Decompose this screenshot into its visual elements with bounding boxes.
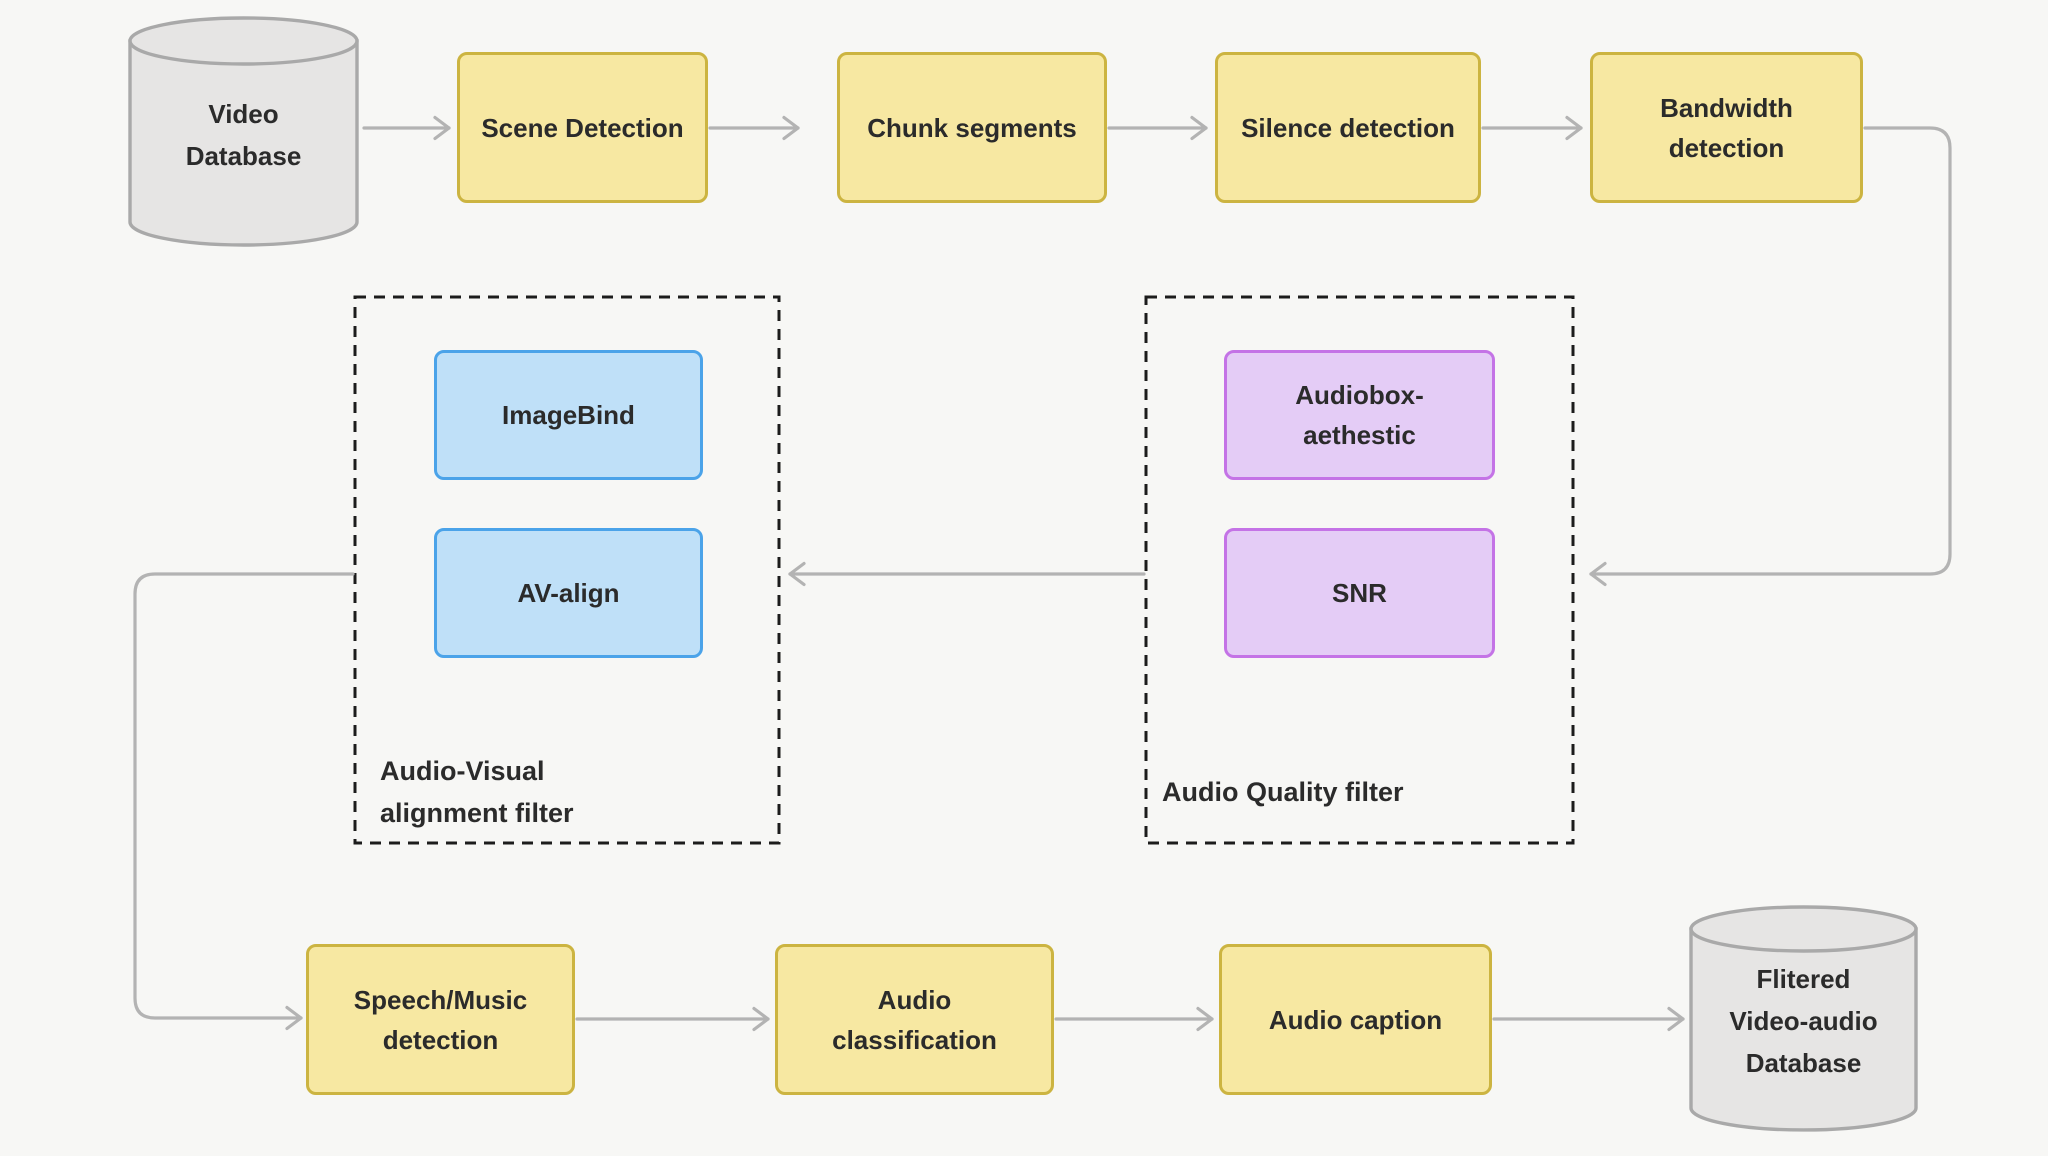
node-label: SNR <box>1332 578 1387 608</box>
node-chunk-segments: Chunk segments <box>837 52 1107 203</box>
group-frame-audio-visual-alignment-filter <box>353 295 781 845</box>
group-label-audio-visual-alignment-filter: Audio-Visual alignment filter <box>380 756 574 828</box>
node-av-align: AV-align <box>434 528 703 658</box>
node-label: Flitered Video-audio Database <box>1729 964 1878 1078</box>
group-label-audio-quality-filter: Audio Quality filter <box>1162 777 1404 807</box>
node-video-database: Video Database <box>130 32 357 238</box>
node-label: Bandwidth detection <box>1660 92 1793 163</box>
node-label: Audio caption <box>1268 1004 1443 1035</box>
node-bandwidth-detection: Bandwidth detection <box>1590 52 1863 203</box>
video-database-cylinder <box>128 16 359 247</box>
node-label: ImageBind <box>502 400 635 430</box>
node-audio-classification: Audio classification <box>775 944 1054 1095</box>
node-scene-detection: Scene Detection <box>457 52 708 203</box>
group-frame-audio-quality-filter <box>1144 295 1575 845</box>
filtered-database-cylinder <box>1689 905 1918 1132</box>
node-label: Audio classification <box>832 984 997 1055</box>
node-speech-music-detection: Speech/Music detection <box>306 944 575 1095</box>
node-label: Silence detection <box>1241 112 1455 143</box>
node-filtered-database: Flitered Video-audio Database <box>1691 918 1916 1124</box>
node-audio-caption: Audio caption <box>1219 944 1492 1095</box>
node-imagebind: ImageBind <box>434 350 703 480</box>
edge-audio-visual-filter-to-speech-music-detection <box>133 572 355 1031</box>
node-audiobox-aethestic: Audiobox-aethestic <box>1224 350 1495 480</box>
node-snr: SNR <box>1224 528 1495 658</box>
node-label: Scene Detection <box>481 112 684 143</box>
node-label: AV-align <box>517 578 620 608</box>
node-label: Video Database <box>185 99 302 171</box>
node-label: Speech/Music detection <box>353 984 528 1055</box>
node-label: Chunk segments <box>867 112 1077 143</box>
edge-bandwidth-detection-to-audio-quality-filter <box>1589 126 1952 587</box>
node-silence-detection: Silence detection <box>1215 52 1481 203</box>
node-label: Audiobox-aethestic <box>1295 380 1424 450</box>
